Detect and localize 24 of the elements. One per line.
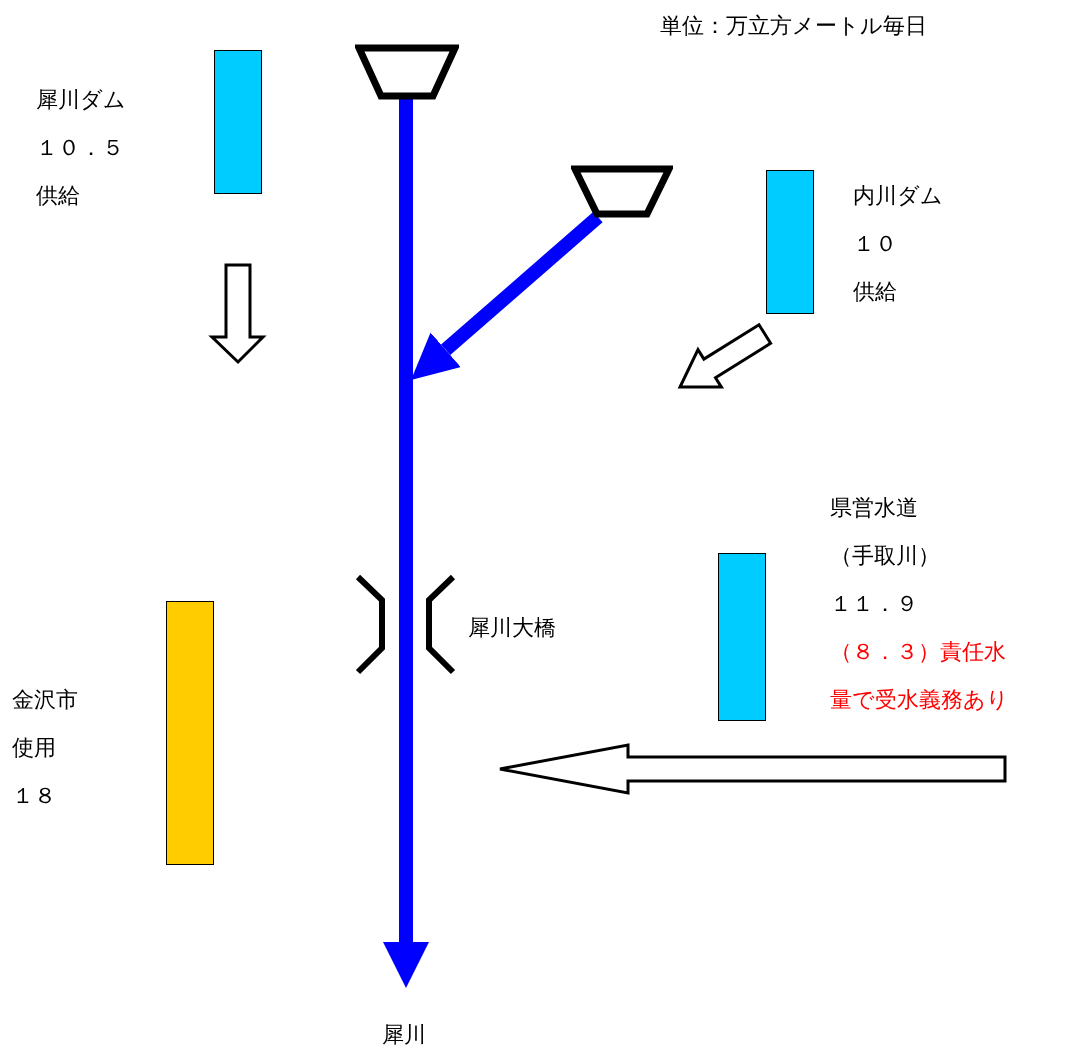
river-name: 犀川 (382, 1021, 426, 1049)
river-arrow (411, 211, 603, 380)
bar (718, 553, 766, 721)
value-label: １１．９ (830, 590, 919, 618)
value-label: １０．５ (36, 134, 125, 162)
value-label: （８．３）責任水量で受水義務あり (830, 638, 1010, 714)
unit-note: 単位：万立方メートル毎日 (660, 12, 927, 40)
value-label: 供給 (853, 278, 898, 306)
river-arrow (383, 99, 429, 988)
value-label: 犀川ダム (36, 86, 127, 114)
bar (766, 170, 814, 314)
value-label: 供給 (36, 182, 81, 210)
dam-symbol (571, 165, 673, 218)
bar (166, 601, 214, 865)
value-label: １８ (12, 782, 57, 810)
value-label: 県営水道 (830, 494, 919, 522)
value-label: １０ (853, 230, 898, 258)
value-label: 使用 (12, 734, 57, 762)
value-label: （手取川） (830, 542, 941, 570)
dam-symbol (355, 44, 459, 100)
bar (214, 50, 262, 194)
value-label: 金沢市 (12, 686, 79, 714)
value-label: 内川ダム (853, 182, 944, 210)
bridge-label: 犀川大橋 (468, 614, 556, 642)
